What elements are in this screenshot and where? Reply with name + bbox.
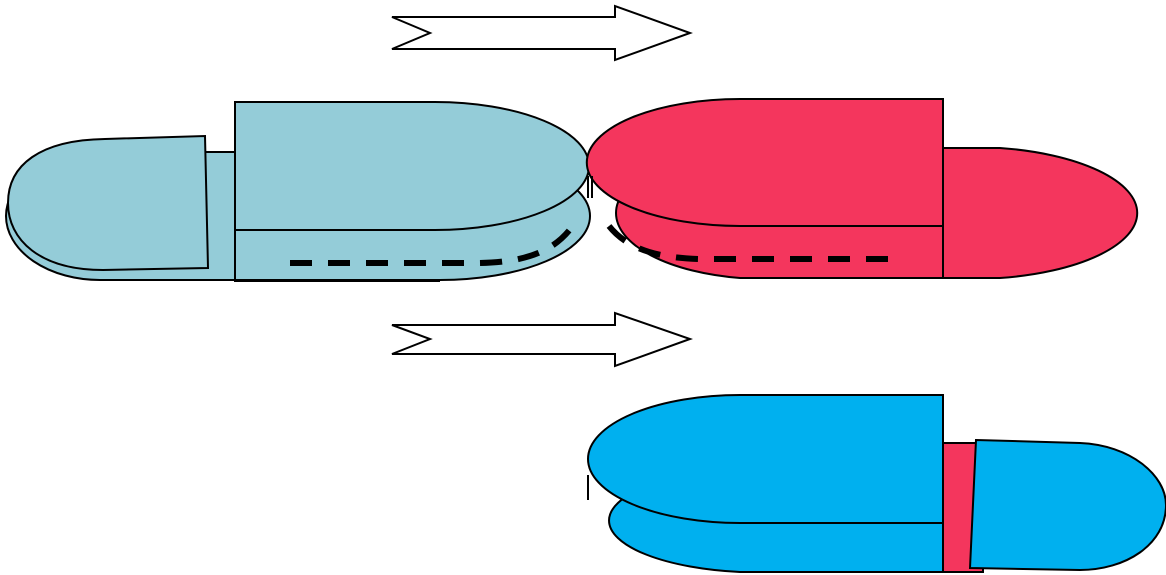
left-block [5, 101, 591, 282]
left-side-cap [6, 134, 210, 272]
bottom-upper-slab [587, 394, 944, 524]
left-front-edge [234, 230, 440, 282]
bottom-block [587, 394, 1166, 573]
middle-right-arrow [391, 311, 694, 368]
left-upper-slab [234, 101, 590, 231]
top-right-arrow [391, 4, 693, 62]
block-connector [587, 176, 593, 198]
left-fold-dashes [290, 222, 577, 266]
right-fold-dashes [606, 224, 890, 262]
right-block [585, 98, 1139, 279]
bottom-side-cap [968, 438, 1166, 572]
right-upper-slab [585, 98, 944, 227]
